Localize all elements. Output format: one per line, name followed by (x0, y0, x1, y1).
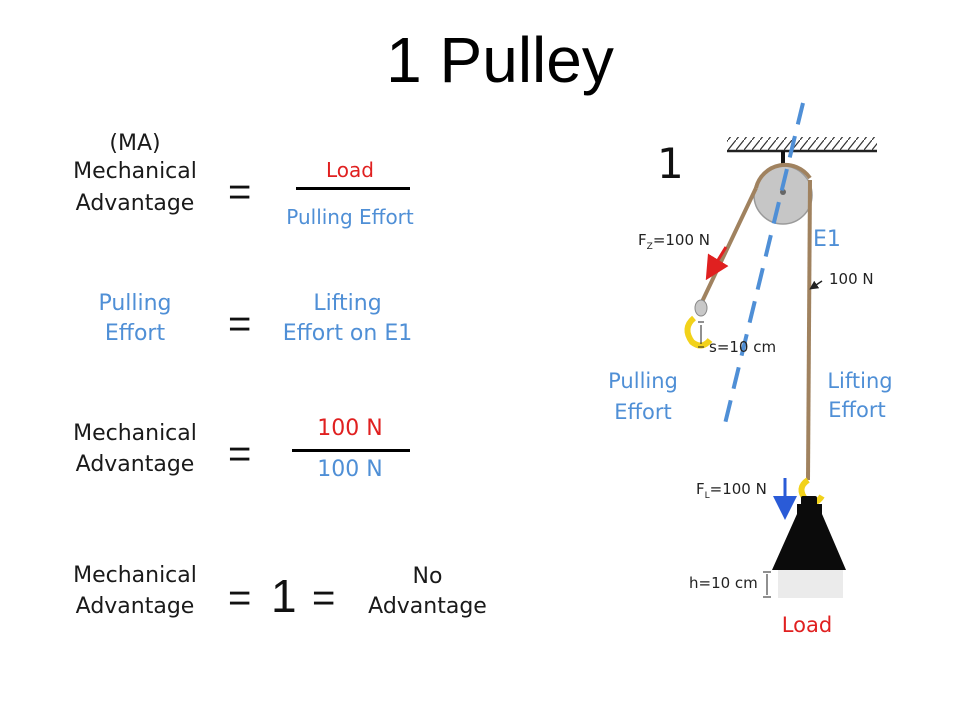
ma-abbreviation: (MA) (109, 131, 161, 156)
lifting-effort-diagram-line2: Effort (828, 398, 885, 422)
h-dimension (763, 571, 771, 598)
no-advantage-line1: No (412, 564, 443, 589)
ma-label-line1: Mechanical (73, 159, 197, 184)
effort-hook (684, 299, 713, 349)
pulling-effort-diagram-line1: Pulling (608, 369, 678, 393)
rope (698, 162, 812, 481)
load-value-numerator: 100 N (317, 416, 383, 441)
fl-label: FL=100 N (696, 480, 767, 501)
fraction-bar-row1 (296, 187, 410, 190)
pulling-force-arrow (705, 246, 729, 281)
pulling-effort-diagram-line2: Effort (614, 400, 671, 424)
ma-label-row3-line2: Advantage (75, 452, 195, 477)
ma-label-line2: Advantage (75, 191, 195, 216)
e1-label: E1 (813, 227, 841, 252)
s-label: s=10 cm (709, 338, 776, 356)
no-advantage-line2: Advantage (368, 594, 487, 619)
ma-label-row4-line2: Advantage (75, 594, 195, 619)
ma-label-row3-line1: Mechanical (73, 421, 197, 446)
h-label: h=10 cm (689, 574, 758, 592)
ma-label-row4-line1: Mechanical (73, 563, 197, 588)
load-diagram-label: Load (782, 613, 832, 637)
ma-value: 1 (271, 570, 297, 622)
lifting-effort-label-line2: Effort on E1 (282, 321, 413, 346)
figure-number: 1 (657, 139, 684, 188)
load-numerator: Load (326, 158, 374, 182)
fraction-bar-row3 (292, 449, 410, 452)
pulley-axle (780, 189, 786, 195)
pulling-effort-label-line2: Effort (104, 321, 166, 346)
pulling-effort-denominator: Pulling Effort (286, 205, 414, 229)
lifting-effort-diagram-line1: Lifting (827, 369, 892, 393)
fz-label: FZ=100 N (638, 231, 710, 252)
equals-sign-row4b: = (312, 576, 336, 620)
equals-sign-row4a: = (228, 576, 252, 620)
effort-dashed-line (721, 102, 805, 433)
equals-sign-row3: = (228, 432, 252, 476)
s-dimension (698, 321, 704, 348)
effort-value-denominator: 100 N (317, 457, 383, 482)
page-title: 1 Pulley (386, 24, 614, 96)
equals-sign-row2: = (228, 302, 252, 346)
rope-tension-arrow (809, 280, 823, 290)
pulling-effort-label-line1: Pulling (98, 291, 172, 316)
lifting-effort-label-line1: Lifting (313, 291, 382, 316)
rope-force-label: 100 N (829, 270, 874, 288)
equals-sign-row1: = (228, 170, 252, 214)
load-weight (772, 496, 846, 598)
ceiling-support (727, 137, 877, 153)
